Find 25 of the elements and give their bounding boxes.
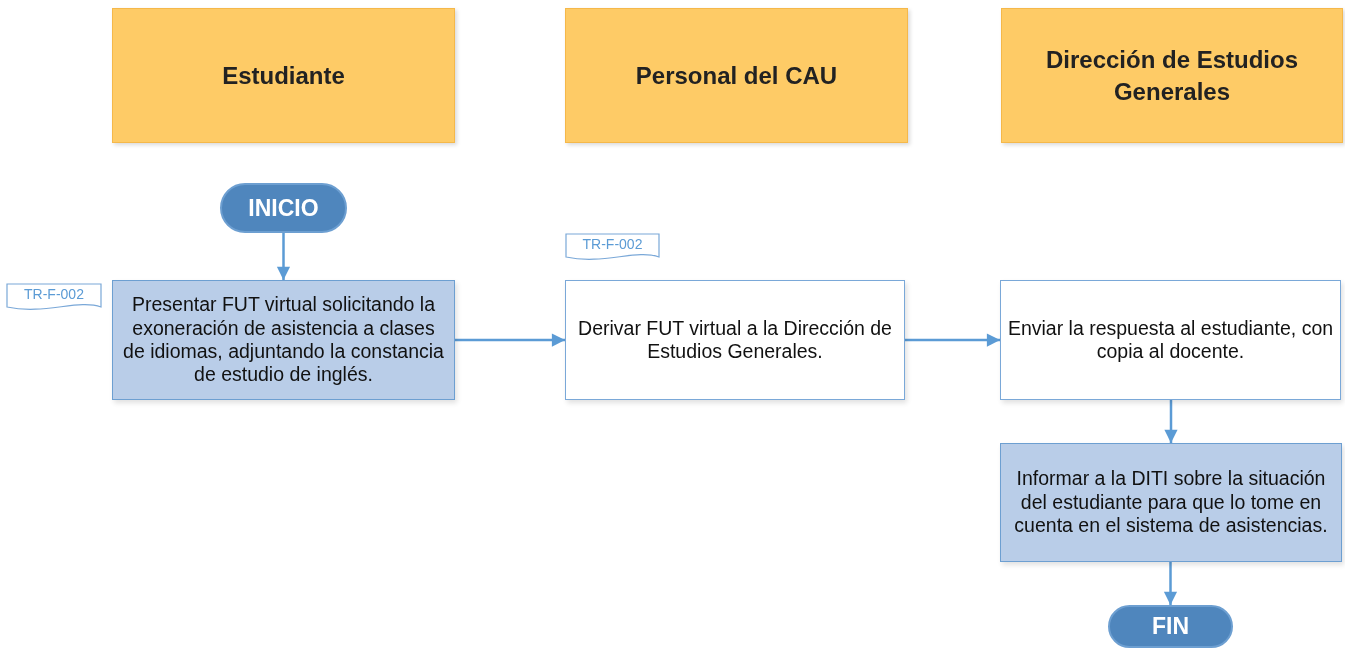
lane-title: Estudiante: [221, 60, 346, 91]
document-code: TR-F-002: [582, 236, 643, 252]
lane-title: Dirección de Estudios Generales: [1044, 45, 1300, 107]
arrow: [1163, 562, 1178, 606]
process-text: Derivar FUT virtual a la Dirección de Estudios Generales.: [577, 316, 893, 364]
terminator-label: INICIO: [248, 194, 319, 222]
process-box: [1000, 443, 1342, 562]
process-box: [565, 280, 905, 400]
terminator-pill: [1108, 605, 1233, 648]
swimlane-header: [1001, 8, 1343, 143]
document-code: TR-F-002: [24, 286, 84, 302]
arrow: [276, 233, 291, 281]
swimlane-header: [112, 8, 455, 143]
swimlane-header: [565, 8, 908, 143]
process-text: Informar a la DITI sobre la situación del estudiante para que lo tome en cuenta en el sistema de asistencias.: [1013, 467, 1329, 538]
process-text: Presentar FUT virtual solicitando la exoneración de asistencia a clases de idiomas, adjuntando la constancia de estudio de inglés.: [122, 293, 445, 387]
process-box: [1000, 280, 1341, 400]
process-text: Enviar la respuesta al estudiante, con copia al docente.: [1006, 316, 1335, 364]
terminator-pill: [220, 183, 347, 233]
arrow: [1164, 400, 1178, 444]
arrow: [905, 333, 1001, 347]
arrow: [455, 333, 566, 347]
lane-title: Personal del CAU: [634, 60, 839, 91]
process-box: [112, 280, 455, 400]
terminator-label: FIN: [1151, 613, 1190, 640]
